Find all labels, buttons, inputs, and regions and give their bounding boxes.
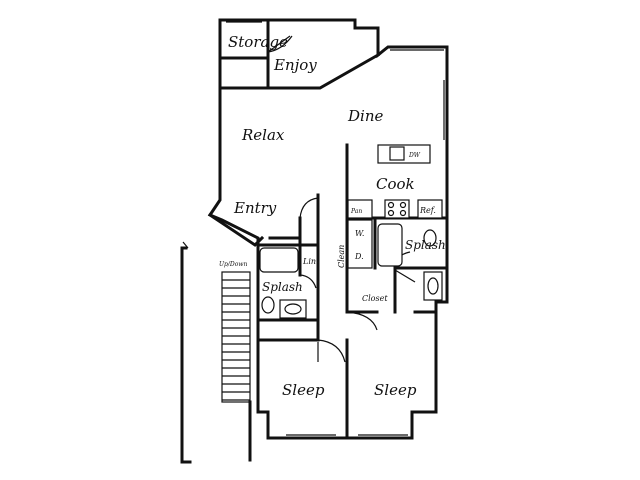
label-splash-master: Splash	[405, 238, 446, 252]
windows	[226, 21, 445, 436]
hall-tub	[259, 247, 299, 273]
label-ref: Ref.	[419, 206, 436, 215]
label-relax: Relax	[241, 126, 285, 144]
bath-fixtures	[259, 223, 443, 319]
outer-walls	[207, 18, 449, 440]
label-dine: Dine	[347, 107, 383, 125]
stove	[384, 199, 410, 219]
label-lin: Lin.	[302, 257, 319, 266]
label-pan: Pan	[350, 208, 362, 215]
stairs	[180, 241, 252, 464]
label-closet: Closet	[362, 294, 388, 303]
label-entry: Entry	[233, 199, 277, 217]
pantry	[347, 199, 373, 219]
label-stairs: Up/Down	[219, 261, 247, 268]
master-tub	[377, 223, 403, 267]
label-cook: Cook	[376, 175, 415, 193]
door-swings	[267, 35, 416, 363]
label-sleep-left: Sleep	[282, 381, 325, 399]
refrigerator	[417, 199, 443, 219]
kitchen-fixtures	[347, 144, 443, 219]
label-clean: Clean	[337, 245, 346, 268]
label-dryer: D.	[354, 252, 364, 261]
label-enjoy: Enjoy	[273, 56, 317, 74]
master-vanity	[423, 271, 443, 301]
hall-vanity	[279, 299, 307, 319]
label-splash-hall: Splash	[262, 280, 303, 294]
sink	[389, 146, 405, 161]
label-sleep-right: Sleep	[374, 381, 417, 399]
label-dw: DW	[408, 152, 421, 159]
label-storage: Storage	[228, 33, 288, 51]
label-washer: W.	[355, 229, 364, 238]
interior-walls	[256, 143, 449, 440]
